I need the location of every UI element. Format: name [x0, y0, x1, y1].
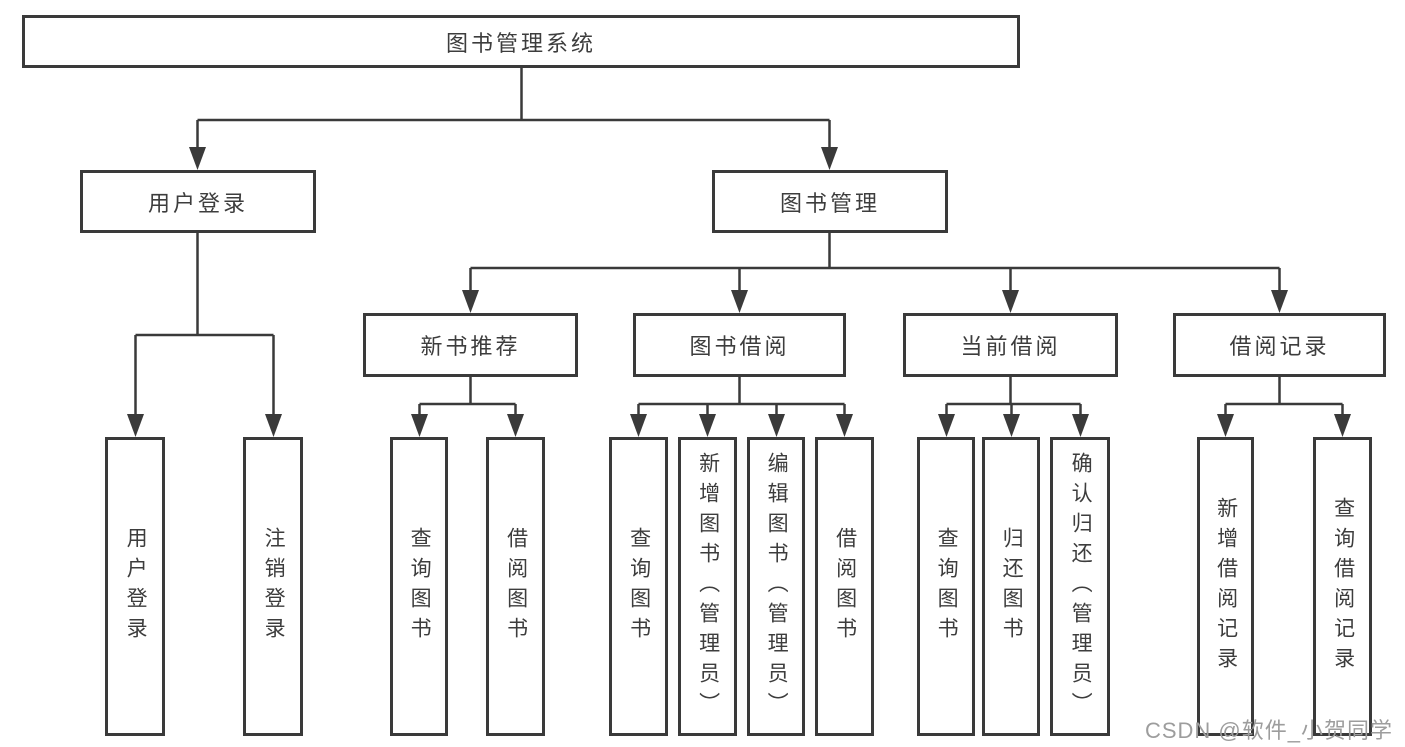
- node-label: 当前借阅: [960, 334, 1061, 359]
- node-leaf-br-add-record: 新增借阅记录: [1197, 437, 1254, 736]
- node-label: 图书管理: [779, 190, 880, 216]
- node-leaf-nbr-query-books: 查询图书: [390, 437, 448, 736]
- node-current-borrowing: 当前借阅: [903, 313, 1118, 377]
- node-label: 查询图书: [627, 526, 651, 647]
- node-leaf-bb-edit-books-admin: 编辑图书（管理员）: [747, 437, 805, 736]
- node-label: 新增图书（管理员）: [696, 451, 720, 722]
- csdn-watermark: CSDN @软件_小贺同学: [1144, 718, 1393, 743]
- node-label: 注销登录: [262, 526, 286, 647]
- node-label: 新增借阅记录: [1214, 496, 1238, 677]
- node-leaf-cb-confirm-return-admin: 确认归还（管理员）: [1050, 437, 1110, 736]
- node-leaf-user-login: 用户登录: [105, 437, 165, 736]
- node-leaf-cb-query-books: 查询图书: [917, 437, 975, 736]
- connector-strokes: [134, 68, 1344, 418]
- node-leaf-nbr-borrow-books: 借阅图书: [486, 437, 545, 736]
- node-label: 编辑图书（管理员）: [765, 451, 789, 722]
- node-book-management: 图书管理: [712, 170, 948, 233]
- node-label: 图书借阅: [689, 334, 790, 359]
- node-borrowing-records: 借阅记录: [1173, 313, 1386, 377]
- node-leaf-logout: 注销登录: [243, 437, 303, 736]
- node-label: 查询借阅记录: [1331, 496, 1355, 677]
- node-label: 归还图书: [1000, 526, 1024, 647]
- node-book-borrowing: 图书借阅: [633, 313, 846, 377]
- node-leaf-bb-query-books: 查询图书: [609, 437, 668, 736]
- node-leaf-br-query-record: 查询借阅记录: [1313, 437, 1372, 736]
- node-label: 用户登录: [147, 190, 248, 216]
- node-user-login: 用户登录: [80, 170, 316, 233]
- node-label: 借阅记录: [1229, 334, 1330, 359]
- node-label: 图书管理系统: [445, 30, 596, 56]
- node-new-book-recommend: 新书推荐: [363, 313, 578, 377]
- node-label: 用户登录: [124, 526, 148, 647]
- node-label: 借阅图书: [504, 526, 528, 647]
- node-label: 确认归还（管理员）: [1069, 451, 1093, 722]
- node-label: 新书推荐: [420, 334, 521, 359]
- node-leaf-cb-return-books: 归还图书: [982, 437, 1040, 736]
- node-label: 查询图书: [935, 526, 959, 647]
- node-label: 借阅图书: [833, 526, 857, 647]
- node-leaf-bb-borrow-books: 借阅图书: [815, 437, 874, 736]
- node-root-system: 图书管理系统: [22, 15, 1020, 68]
- node-leaf-bb-add-books-admin: 新增图书（管理员）: [678, 437, 737, 736]
- node-label: 查询图书: [408, 526, 432, 647]
